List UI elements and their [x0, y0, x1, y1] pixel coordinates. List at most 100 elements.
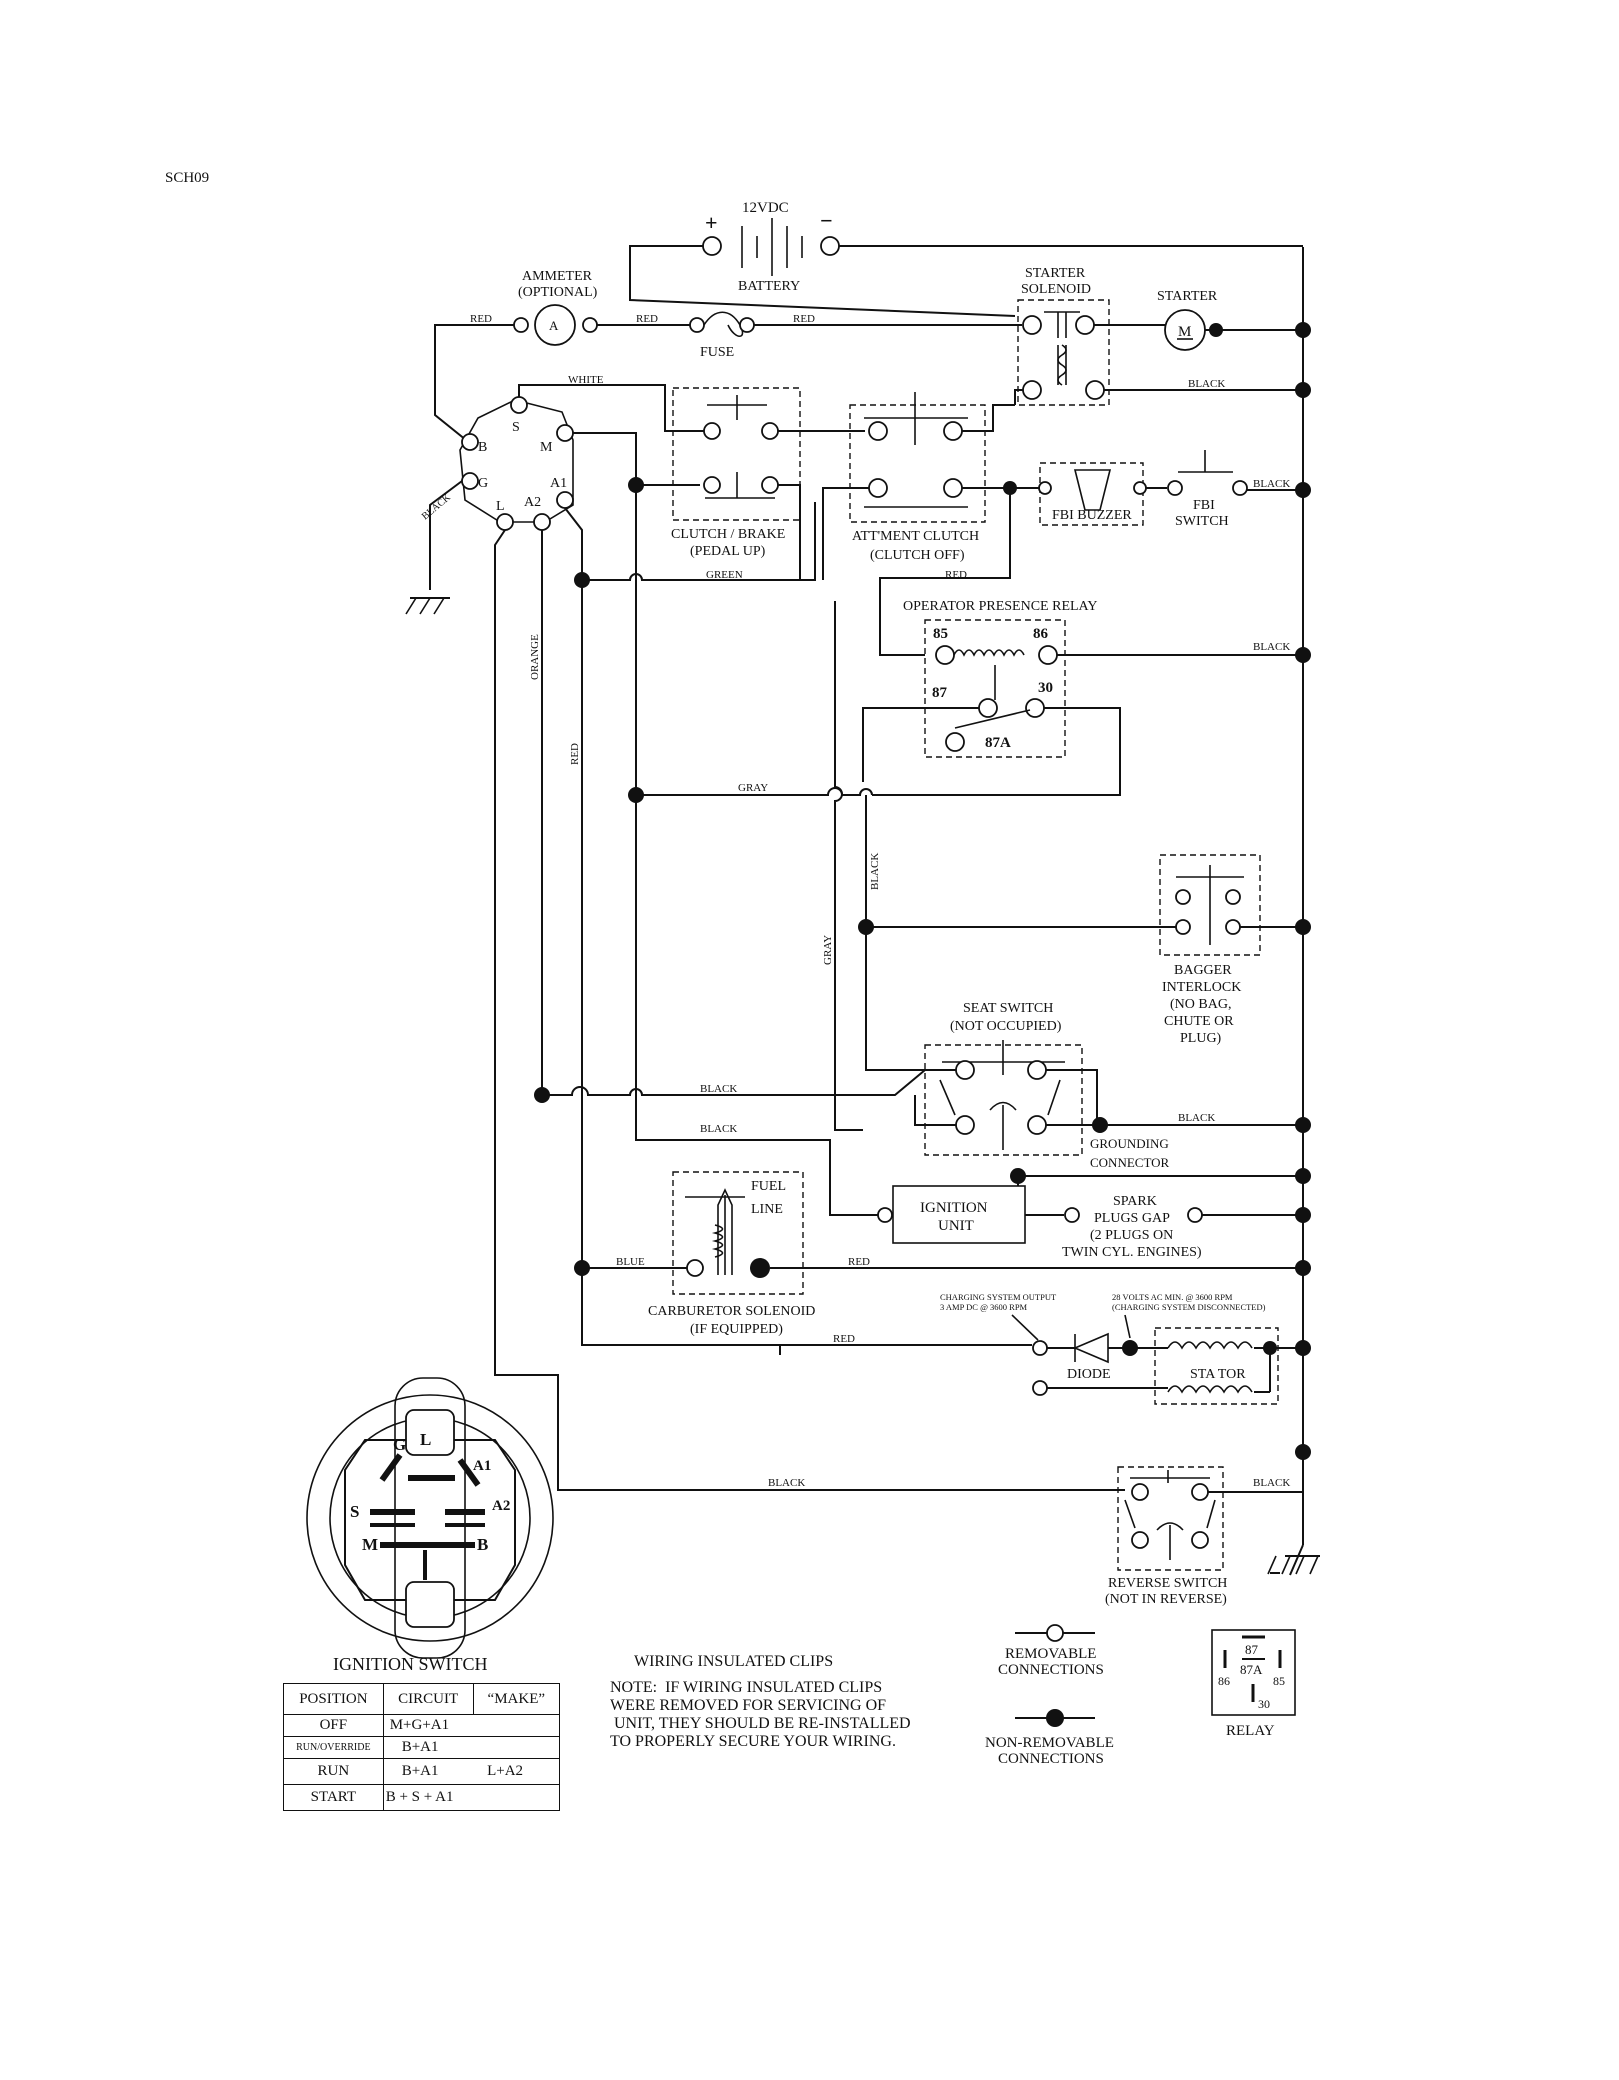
clips-note: WIRING INSULATED CLIPS NOTE: IF WIRING I…: [610, 1653, 911, 1751]
svg-text:RED: RED: [470, 313, 492, 325]
svg-text:PLUG): PLUG): [1180, 1031, 1222, 1046]
table-header-row: POSITION CIRCUIT “MAKE”: [283, 1683, 561, 1715]
battery-plus: +: [705, 210, 718, 235]
svg-text:SEAT SWITCH: SEAT SWITCH: [963, 1001, 1053, 1016]
clips-note-line: TO PROPERLY SECURE YOUR WIRING.: [610, 1733, 896, 1750]
svg-text:M: M: [540, 440, 553, 455]
svg-text:28 VOLTS AC MIN. @ 3600 RPM: 28 VOLTS AC MIN. @ 3600 RPM: [1112, 1292, 1233, 1302]
svg-text:G: G: [478, 476, 488, 491]
ignition-switch-terminals: S M B G A1 L A2: [459, 396, 574, 531]
bagger-interlock: BAGGER INTERLOCK (NO BAG, CHUTE OR PLUG): [1159, 854, 1261, 1046]
svg-text:30: 30: [1038, 680, 1053, 696]
svg-text:(NOT IN REVERSE): (NOT IN REVERSE): [1105, 1592, 1227, 1607]
operator-presence-relay: OPERATOR PRESENCE RELAY 85 86 87 30 87A: [903, 599, 1097, 758]
svg-text:BLACK: BLACK: [869, 853, 881, 890]
svg-text:GRAY: GRAY: [738, 782, 768, 794]
svg-text:RED: RED: [848, 1256, 870, 1268]
svg-text:RED: RED: [569, 743, 581, 765]
ignition-switch-table: POSITION CIRCUIT “MAKE” OFF M+G+A1 RUN/O…: [283, 1683, 561, 1811]
svg-text:(NOT OCCUPIED): (NOT OCCUPIED): [950, 1019, 1062, 1034]
svg-text:ORANGE: ORANGE: [529, 634, 541, 680]
svg-text:SOLENOID: SOLENOID: [1021, 282, 1091, 297]
svg-text:TWIN CYL. ENGINES): TWIN CYL. ENGINES): [1062, 1245, 1202, 1260]
svg-text:BLACK: BLACK: [1253, 641, 1290, 653]
svg-text:B: B: [477, 1535, 488, 1554]
svg-text:DIODE: DIODE: [1067, 1367, 1111, 1382]
svg-text:S: S: [350, 1502, 359, 1521]
svg-text:IGNITION: IGNITION: [920, 1200, 988, 1216]
svg-text:CHARGING SYSTEM OUTPUT: CHARGING SYSTEM OUTPUT: [940, 1292, 1057, 1302]
svg-text:M: M: [362, 1535, 378, 1554]
fbi-switch: FBI SWITCH: [1167, 450, 1248, 529]
svg-text:LINE: LINE: [751, 1202, 783, 1217]
table-row: OFF M+G+A1: [283, 1714, 561, 1737]
svg-text:GROUNDING: GROUNDING: [1090, 1136, 1169, 1151]
seat-switch: SEAT SWITCH (NOT OCCUPIED): [924, 1001, 1083, 1156]
svg-text:FUEL: FUEL: [751, 1179, 786, 1194]
svg-text:B: B: [478, 440, 487, 455]
svg-text:S: S: [512, 420, 520, 435]
svg-text:87A: 87A: [985, 735, 1011, 751]
battery-label: BATTERY: [738, 279, 800, 294]
starter-solenoid: STARTER SOLENOID: [1017, 266, 1110, 406]
svg-text:SWITCH: SWITCH: [1175, 514, 1229, 529]
svg-text:A: A: [549, 318, 559, 333]
svg-text:GREEN: GREEN: [706, 569, 743, 581]
svg-text:(CHARGING SYSTEM DISCONNECTED): (CHARGING SYSTEM DISCONNECTED): [1112, 1302, 1266, 1312]
svg-text:REVERSE SWITCH: REVERSE SWITCH: [1108, 1576, 1227, 1591]
ground-bus: [1267, 247, 1320, 1576]
fuse: FUSE: [689, 311, 755, 360]
clips-note-line: NOTE: IF WIRING INSULATED CLIPS: [610, 1679, 883, 1696]
svg-text:BLUE: BLUE: [616, 1256, 645, 1268]
svg-text:STARTER: STARTER: [1157, 289, 1218, 304]
svg-text:G: G: [393, 1435, 406, 1454]
svg-text:3 AMP DC @ 3600 RPM: 3 AMP DC @ 3600 RPM: [940, 1302, 1028, 1312]
svg-text:A1: A1: [550, 476, 567, 491]
svg-text:STA TOR: STA TOR: [1190, 1367, 1246, 1382]
table-header: POSITION: [283, 1683, 384, 1715]
ignition-switch-title: IGNITION SWITCH: [333, 1654, 487, 1674]
table-header: “MAKE”: [472, 1683, 561, 1715]
stator: STA TOR: [1130, 1327, 1279, 1405]
svg-text:L: L: [496, 499, 505, 514]
table-row: RUN/OVERRIDE B+A1: [283, 1736, 561, 1759]
svg-text:CARBURETOR SOLENOID: CARBURETOR SOLENOID: [648, 1304, 815, 1319]
svg-text:BLACK: BLACK: [1253, 478, 1290, 490]
svg-text:RED: RED: [833, 1333, 855, 1345]
table-row: START B + S + A1: [283, 1784, 561, 1811]
svg-text:CLUTCH / BRAKE: CLUTCH / BRAKE: [671, 527, 785, 542]
svg-text:BLACK: BLACK: [1178, 1112, 1215, 1124]
svg-text:BLACK: BLACK: [700, 1123, 737, 1135]
spark-plugs-gap: SPARK PLUGS GAP (2 PLUGS ON TWIN CYL. EN…: [1062, 1194, 1203, 1260]
svg-text:STARTER: STARTER: [1025, 266, 1086, 281]
svg-text:PLUGS GAP: PLUGS GAP: [1094, 1211, 1170, 1226]
svg-text:(2 PLUGS ON: (2 PLUGS ON: [1090, 1228, 1173, 1243]
doc-id: SCH09: [165, 170, 209, 186]
diode: DIODE: [1047, 1332, 1130, 1382]
svg-text:RED: RED: [793, 313, 815, 325]
svg-text:RED: RED: [945, 569, 967, 581]
svg-text:86: 86: [1033, 626, 1049, 642]
svg-text:BLACK: BLACK: [768, 1477, 805, 1489]
svg-text:M: M: [1178, 324, 1191, 340]
svg-text:WHITE: WHITE: [568, 374, 604, 386]
svg-text:FBI BUZZER: FBI BUZZER: [1052, 508, 1132, 523]
svg-text:A1: A1: [473, 1458, 491, 1474]
starter-motor: STARTER M: [1157, 289, 1218, 351]
svg-text:A2: A2: [524, 495, 541, 510]
svg-text:OPERATOR PRESENCE RELAY: OPERATOR PRESENCE RELAY: [903, 599, 1097, 614]
reverse-switch: REVERSE SWITCH (NOT IN REVERSE): [1105, 1466, 1227, 1607]
svg-text:GRAY: GRAY: [822, 935, 834, 965]
svg-text:BLACK: BLACK: [1188, 378, 1225, 390]
table-row: RUN B+A1 L+A2: [283, 1758, 561, 1785]
charging-notes: CHARGING SYSTEM OUTPUT 3 AMP DC @ 3600 R…: [940, 1292, 1266, 1312]
svg-text:FBI: FBI: [1193, 498, 1215, 513]
svg-text:CONNECTOR: CONNECTOR: [1090, 1155, 1170, 1170]
ammeter-icon: [534, 304, 576, 346]
ignition-switch-face: G L A1 S A2 M B: [306, 1377, 554, 1659]
fbi-buzzer: FBI BUZZER: [1038, 462, 1147, 526]
svg-text:A2: A2: [492, 1498, 510, 1514]
svg-text:UNIT: UNIT: [938, 1218, 974, 1234]
